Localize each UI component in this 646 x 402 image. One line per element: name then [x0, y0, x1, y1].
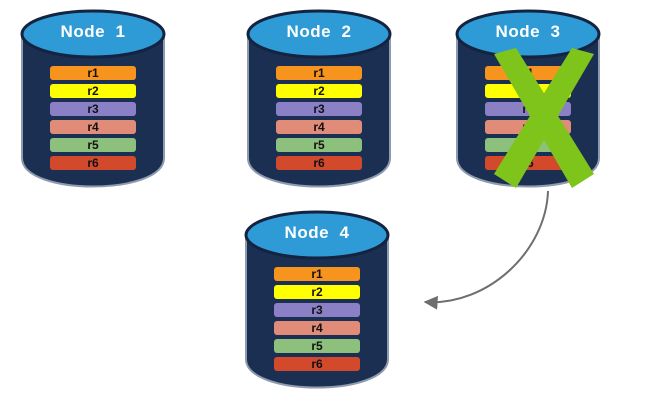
row-r2[interactable]: r2 — [276, 84, 362, 98]
row-r5[interactable]: r5 — [50, 138, 136, 152]
row-r4[interactable]: r4 — [276, 120, 362, 134]
cylinder-top-ellipse — [20, 9, 166, 59]
row-list: r1 r2 r3 r4 r5 r6 — [246, 66, 392, 170]
row-r3[interactable]: r3 — [50, 102, 136, 116]
row-r3[interactable]: r3 — [274, 303, 360, 317]
row-r5[interactable]: r5 — [276, 138, 362, 152]
cylinder-top-ellipse — [455, 9, 601, 59]
replication-arrow — [423, 190, 549, 310]
row-r1[interactable]: r1 — [274, 267, 360, 281]
row-r1[interactable]: r1 — [50, 66, 136, 80]
row-r6[interactable]: r6 — [276, 156, 362, 170]
row-r6[interactable]: r6 — [50, 156, 136, 170]
row-list: r1 r2 r3 r4 r5 r6 — [20, 66, 166, 170]
row-r3[interactable]: r3 — [276, 102, 362, 116]
row-r5[interactable]: r5 — [274, 339, 360, 353]
row-r6[interactable]: r6 — [274, 357, 360, 371]
row-r1[interactable]: r1 — [276, 66, 362, 80]
cylinder-top-ellipse — [246, 9, 392, 59]
row-r2[interactable]: r2 — [274, 285, 360, 299]
row-r4[interactable]: r4 — [274, 321, 360, 335]
row-r4[interactable]: r4 — [50, 120, 136, 134]
cylinder-top-ellipse — [244, 210, 390, 260]
x-stroke-up — [494, 48, 594, 188]
x-mark-icon — [494, 48, 594, 188]
row-list: r1 r2 r3 r4 r5 r6 — [244, 267, 390, 371]
row-r2[interactable]: r2 — [50, 84, 136, 98]
